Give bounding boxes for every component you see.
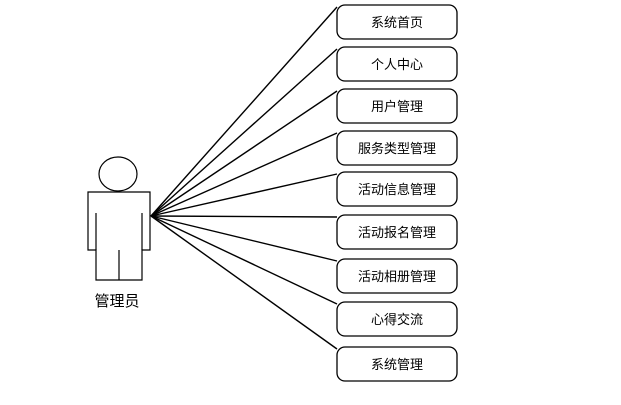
use-case-label: 活动信息管理 bbox=[358, 182, 436, 198]
use-case-list: 系统首页个人中心用户管理服务类型管理活动信息管理活动报名管理活动相册管理心得交流… bbox=[336, 4, 458, 382]
use-case-label: 系统管理 bbox=[371, 358, 423, 373]
association-line bbox=[150, 48, 338, 217]
association-line bbox=[150, 90, 338, 217]
actor-body bbox=[87, 191, 151, 281]
use-case-label: 心得交流 bbox=[371, 312, 423, 328]
use-case-box bbox=[336, 346, 458, 382]
associations bbox=[150, 6, 338, 350]
use-case-label: 用户管理 bbox=[371, 99, 423, 115]
use-case-box bbox=[336, 130, 458, 166]
use-case-label: 活动报名管理 bbox=[358, 225, 436, 241]
use-case: 系统首页 bbox=[336, 4, 458, 40]
use-case: 用户管理 bbox=[336, 88, 458, 124]
use-case-box bbox=[336, 301, 458, 337]
association-line bbox=[150, 215, 338, 262]
use-case: 活动信息管理 bbox=[336, 171, 458, 207]
association-line bbox=[150, 132, 338, 217]
use-case-label: 活动相册管理 bbox=[358, 270, 436, 285]
use-case-label: 服务类型管理 bbox=[358, 141, 436, 157]
association-line bbox=[150, 215, 338, 218]
use-case-box bbox=[336, 258, 458, 294]
use-case: 个人中心 bbox=[336, 46, 458, 82]
association-line bbox=[150, 173, 338, 217]
use-case-box bbox=[336, 171, 458, 207]
actor-head bbox=[98, 156, 138, 192]
actor-label: 管理员 bbox=[94, 292, 139, 310]
use-case-box bbox=[336, 46, 458, 82]
use-case-label: 系统首页 bbox=[371, 16, 423, 31]
actor-figure: 管理员 bbox=[87, 156, 151, 310]
use-case-box bbox=[336, 214, 458, 250]
use-case-box bbox=[336, 4, 458, 40]
use-case: 系统管理 bbox=[336, 346, 458, 382]
association-line bbox=[150, 215, 338, 305]
association-line bbox=[150, 215, 338, 350]
association-line bbox=[150, 6, 338, 217]
use-case-label: 个人中心 bbox=[371, 58, 423, 73]
use-case-box bbox=[336, 88, 458, 124]
use-case: 活动报名管理 bbox=[336, 214, 458, 250]
use-case: 服务类型管理 bbox=[336, 130, 458, 166]
use-case: 心得交流 bbox=[336, 301, 458, 337]
use-case: 活动相册管理 bbox=[336, 258, 458, 294]
